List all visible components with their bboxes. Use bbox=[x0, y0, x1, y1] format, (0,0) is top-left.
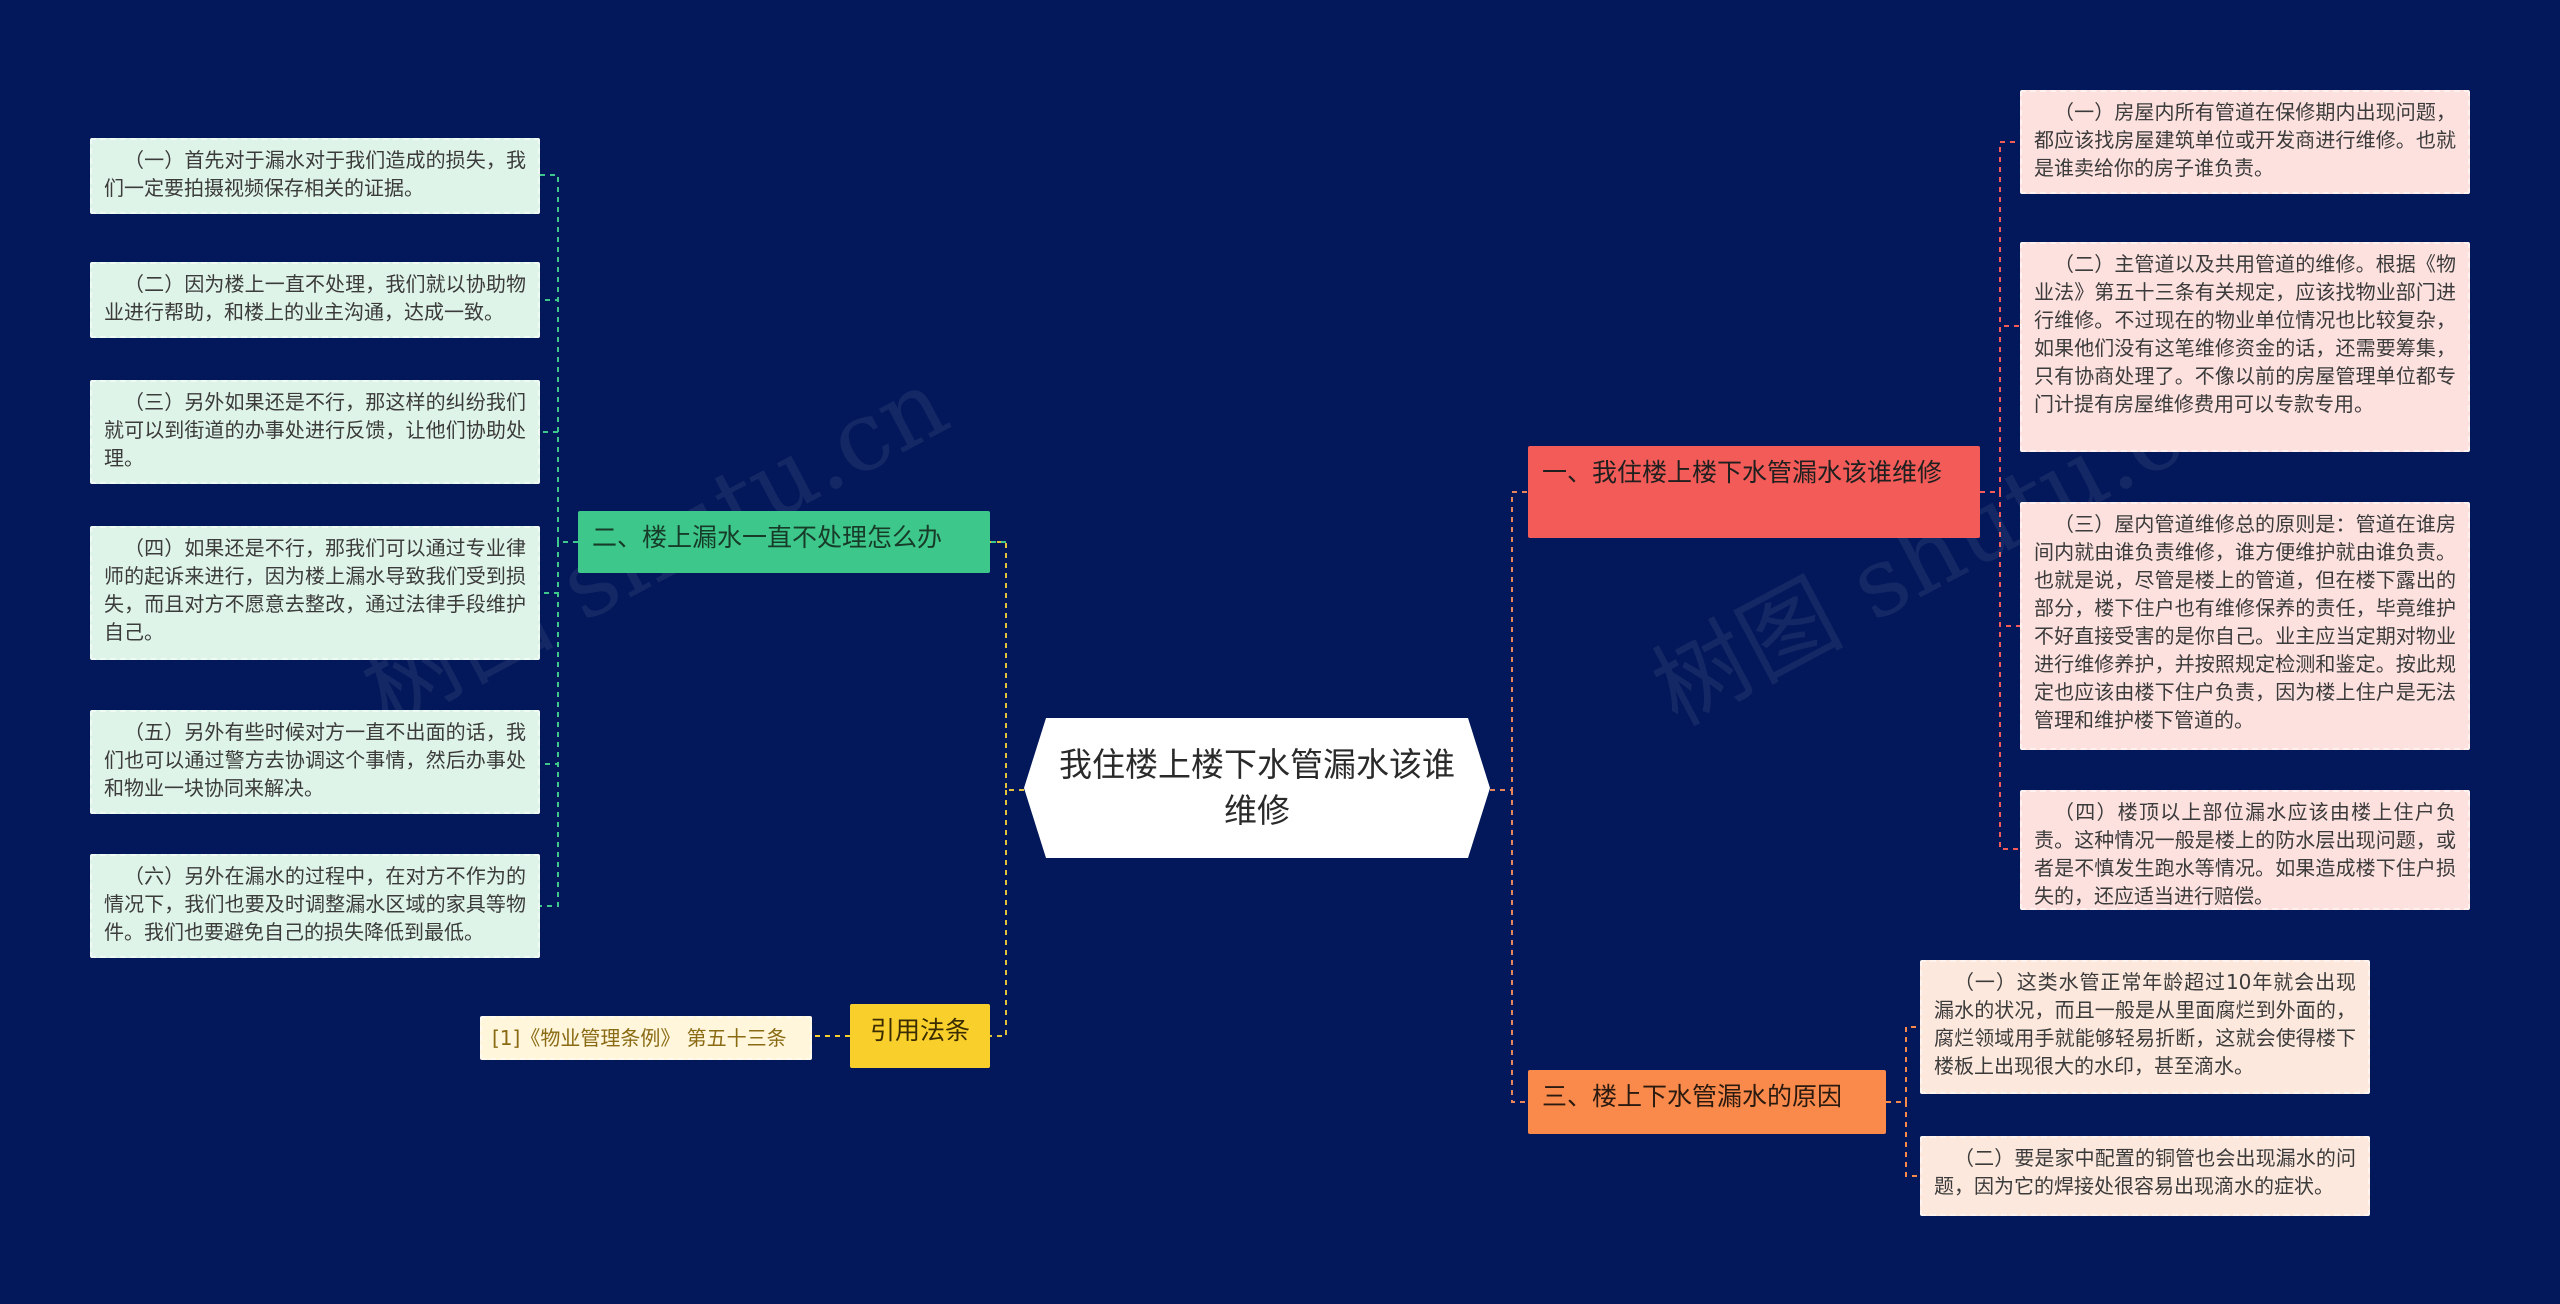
leaf-node[interactable]: （三）另外如果还是不行，那这样的纠纷我们就可以到街道的办事处进行反馈，让他们协助… bbox=[90, 380, 540, 484]
connector-root-left bbox=[990, 541, 1024, 1037]
leaf-text: （二）主管道以及共用管道的维修。根据《物业法》第五十三条有关规定，应该找物业部门… bbox=[2034, 252, 2456, 416]
leaf-text: （三）另外如果还是不行，那这样的纠纷我们就可以到街道的办事处进行反馈，让他们协助… bbox=[104, 390, 526, 470]
branch-node-leak-causes[interactable]: 三、楼上下水管漏水的原因 bbox=[1528, 1070, 1886, 1134]
leaf-text: （五）另外有些时候对方一直不出面的话，我们也可以通过警方去协调这个事情，然后办事… bbox=[104, 720, 526, 800]
leaf-text: （二）要是家中配置的铜管也会出现漏水的问题，因为它的焊接处很容易出现滴水的症状。 bbox=[1934, 1146, 2356, 1198]
leaf-text: （二）因为楼上一直不处理，我们就以协助物业进行帮助，和楼上的业主沟通，达成一致。 bbox=[104, 272, 526, 324]
root-title: 我住楼上楼下水管漏水该谁维修 bbox=[1059, 745, 1455, 830]
leaf-text: （四）楼顶以上部位漏水应该由楼上住户负责。这种情况一般是楼上的防水层出现问题，或… bbox=[2034, 800, 2456, 908]
leaf-node[interactable]: （一）这类水管正常年龄超过10年就会出现漏水的状况，而且一般是从里面腐烂到外面的… bbox=[1920, 960, 2370, 1094]
leaf-node[interactable]: （二）因为楼上一直不处理，我们就以协助物业进行帮助，和楼上的业主沟通，达成一致。 bbox=[90, 262, 540, 338]
connector-b3-leaves bbox=[1886, 1026, 1920, 1177]
leaf-text: （一）房屋内所有管道在保修期内出现问题，都应该找房屋建筑单位或开发商进行维修。也… bbox=[2034, 100, 2456, 180]
connector-b2-leaves bbox=[540, 174, 578, 907]
branch-node-unresolved-leak[interactable]: 二、楼上漏水一直不处理怎么办 bbox=[578, 511, 990, 573]
branch-label: 一、我住楼上楼下水管漏水该谁维修 bbox=[1542, 458, 1943, 487]
leaf-text: （一）这类水管正常年龄超过10年就会出现漏水的状况，而且一般是从里面腐烂到外面的… bbox=[1934, 970, 2356, 1078]
leaf-node-reference[interactable]: [1]《物业管理条例》 第五十三条 bbox=[480, 1016, 812, 1060]
leaf-text: （三）屋内管道维修总的原则是：管道在谁房间内就由谁负责维修，谁方便维护就由谁负责… bbox=[2034, 512, 2456, 732]
root-node[interactable]: 我住楼上楼下水管漏水该谁维修 bbox=[1024, 718, 1490, 858]
branch-label: 引用法条 bbox=[869, 1016, 970, 1045]
leaf-node[interactable]: （三）屋内管道维修总的原则是：管道在谁房间内就由谁负责维修，谁方便维护就由谁负责… bbox=[2020, 502, 2470, 750]
leaf-text: （一）首先对于漏水对于我们造成的损失，我们一定要拍摄视频保存相关的证据。 bbox=[104, 148, 526, 200]
leaf-node[interactable]: （一）首先对于漏水对于我们造成的损失，我们一定要拍摄视频保存相关的证据。 bbox=[90, 138, 540, 214]
connector-b1-leaves bbox=[1980, 141, 2020, 850]
leaf-text: （四）如果还是不行，那我们可以通过专业律师的起诉来进行，因为楼上漏水导致我们受到… bbox=[104, 536, 526, 644]
branch-label: 二、楼上漏水一直不处理怎么办 bbox=[592, 523, 943, 552]
leaf-node[interactable]: （六）另外在漏水的过程中，在对方不作为的情况下，我们也要及时调整漏水区域的家具等… bbox=[90, 854, 540, 958]
connector-root-right bbox=[1490, 491, 1528, 1103]
leaf-node[interactable]: （二）要是家中配置的铜管也会出现漏水的问题，因为它的焊接处很容易出现滴水的症状。 bbox=[1920, 1136, 2370, 1216]
branch-node-responsibility[interactable]: 一、我住楼上楼下水管漏水该谁维修 bbox=[1528, 446, 1980, 538]
leaf-node[interactable]: （四）楼顶以上部位漏水应该由楼上住户负责。这种情况一般是楼上的防水层出现问题，或… bbox=[2020, 790, 2470, 910]
branch-label: 三、楼上下水管漏水的原因 bbox=[1542, 1082, 1843, 1111]
root-node-shape bbox=[1024, 718, 1490, 858]
leaf-text: [1]《物业管理条例》 第五十三条 bbox=[492, 1026, 787, 1050]
leaf-text: （六）另外在漏水的过程中，在对方不作为的情况下，我们也要及时调整漏水区域的家具等… bbox=[104, 864, 526, 944]
leaf-node[interactable]: （一）房屋内所有管道在保修期内出现问题，都应该找房屋建筑单位或开发商进行维修。也… bbox=[2020, 90, 2470, 194]
leaf-node[interactable]: （二）主管道以及共用管道的维修。根据《物业法》第五十三条有关规定，应该找物业部门… bbox=[2020, 242, 2470, 452]
leaf-node[interactable]: （五）另外有些时候对方一直不出面的话，我们也可以通过警方去协调这个事情，然后办事… bbox=[90, 710, 540, 814]
branch-node-cited-law[interactable]: 引用法条 bbox=[850, 1004, 990, 1068]
leaf-node[interactable]: （四）如果还是不行，那我们可以通过专业律师的起诉来进行，因为楼上漏水导致我们受到… bbox=[90, 526, 540, 660]
